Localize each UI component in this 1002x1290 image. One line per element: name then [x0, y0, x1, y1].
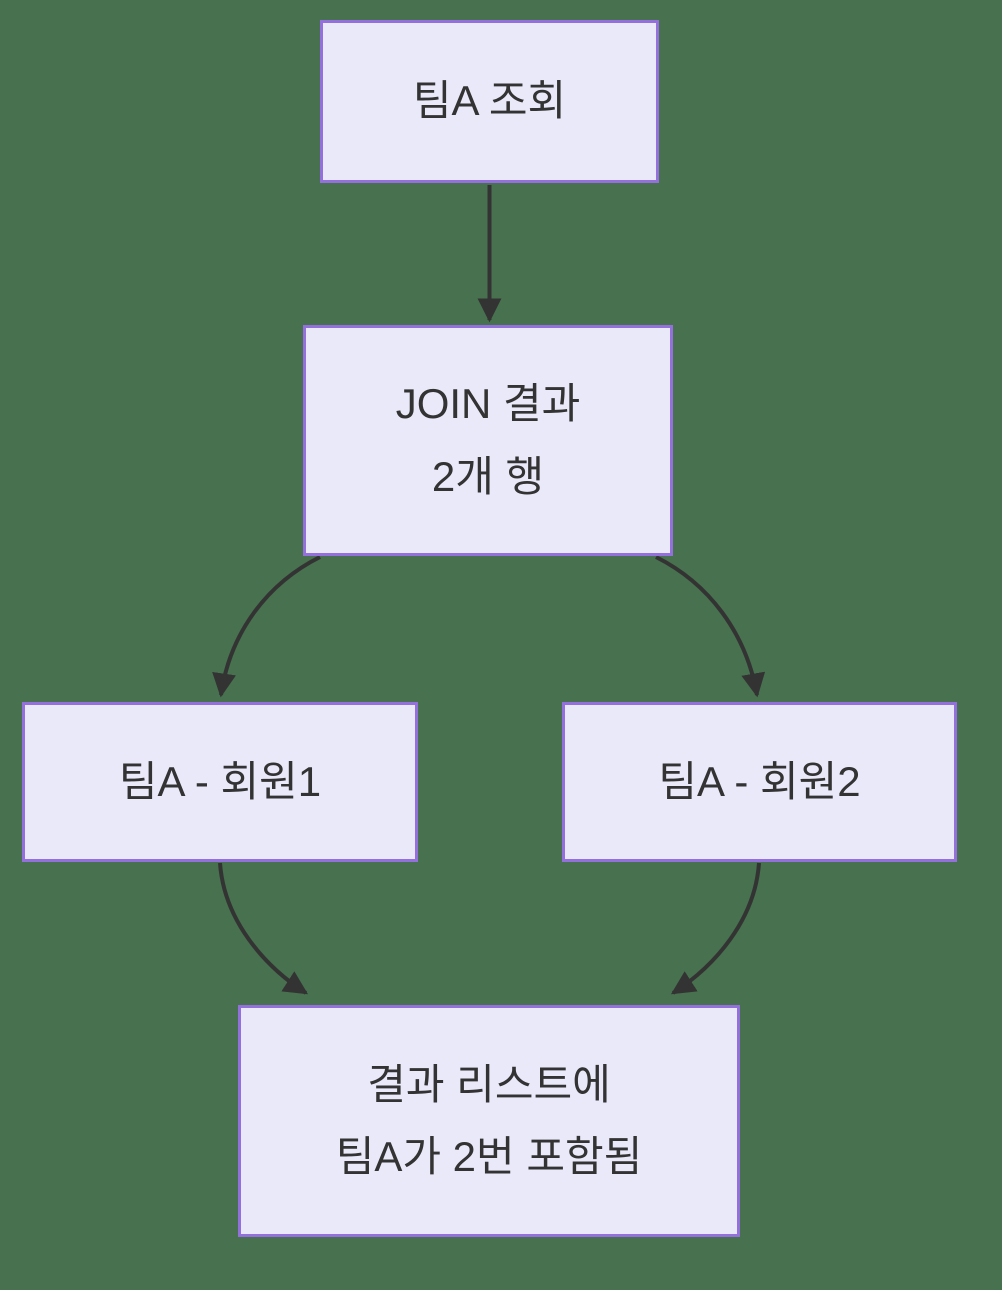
edge-member2-to-result: [670, 862, 761, 995]
node-result-list-line1: 결과 리스트에: [367, 1060, 611, 1108]
node-team-a-query: 팀A 조회: [320, 20, 659, 183]
node-team-a-member2-label: 팀A - 회원2: [658, 757, 861, 805]
node-result-list: 결과 리스트에 팀A가 2번 포함됨: [238, 1005, 740, 1237]
edge-member1-to-result: [218, 862, 309, 995]
node-team-a-member1: 팀A - 회원1: [22, 702, 418, 862]
node-team-a-member2: 팀A - 회원2: [562, 702, 957, 862]
node-team-a-member1-label: 팀A - 회원1: [118, 757, 322, 805]
node-join-result-line2: 2개 행: [431, 452, 545, 500]
node-result-list-line2: 팀A가 2번 포함됨: [335, 1133, 643, 1180]
node-join-result: JOIN 결과 2개 행: [303, 325, 673, 556]
edge-join-to-member2: [655, 555, 766, 698]
node-team-a-query-label: 팀A 조회: [412, 77, 567, 125]
edge-join-to-member1: [212, 555, 321, 698]
node-join-result-line1: JOIN 결과: [395, 380, 581, 428]
